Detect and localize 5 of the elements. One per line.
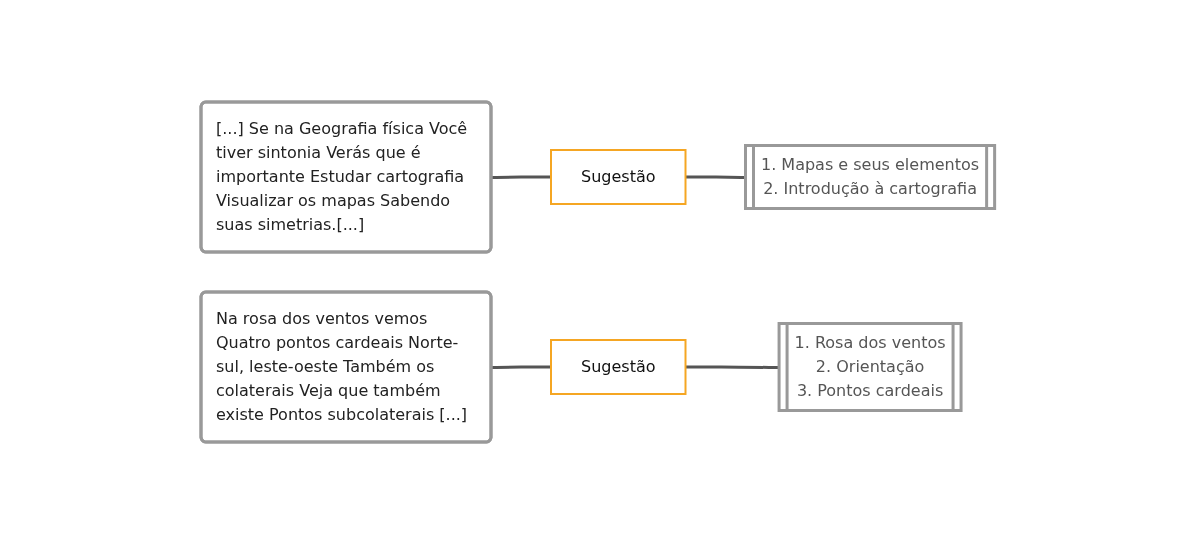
- node-box: Sugestão: [550, 148, 687, 205]
- connector: [491, 365, 552, 369]
- connector: [685, 365, 780, 369]
- connector: [491, 175, 552, 179]
- node-box: Sugestão: [550, 338, 687, 395]
